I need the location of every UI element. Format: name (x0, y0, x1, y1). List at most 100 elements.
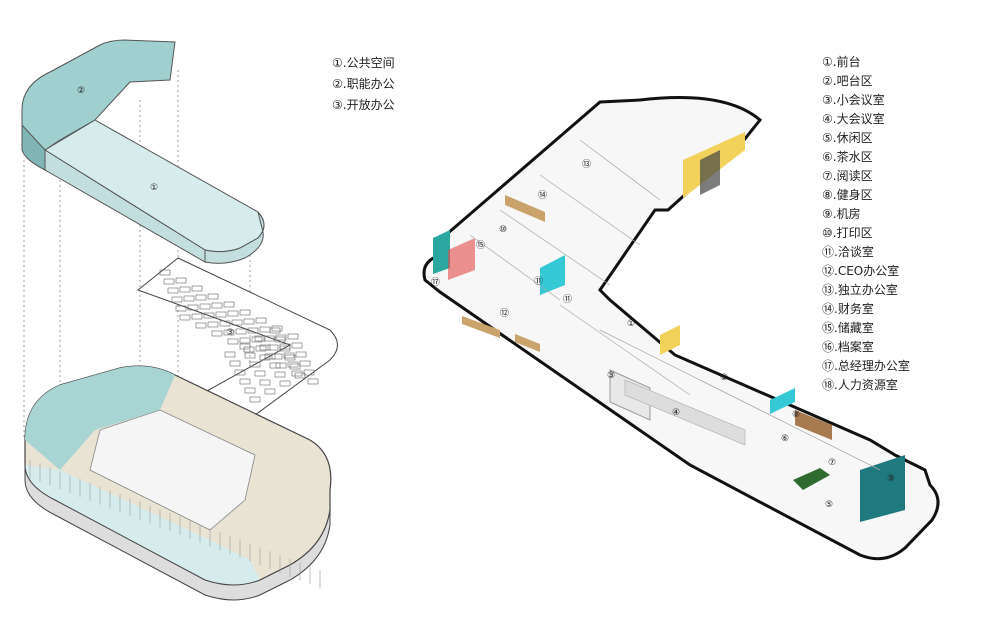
room-marker: ⑦ (828, 458, 836, 468)
legend-item: ④.大会议室 (822, 112, 885, 126)
room-marker: ⑫ (500, 308, 509, 319)
desk (271, 325, 283, 332)
partition-wall (469, 234, 561, 301)
desk (251, 336, 263, 343)
legend-layers: ①.公共空间 ②.职能办公 ③.开放办公 (332, 53, 395, 116)
desk (299, 360, 311, 367)
room-marker: ⑬ (582, 159, 591, 170)
legend-item: ⑱.人力资源室 (822, 378, 898, 392)
room-marker: ⑨ (887, 474, 895, 484)
partition-wall (499, 209, 611, 286)
desk (264, 353, 276, 360)
desk (223, 301, 235, 308)
desk (243, 346, 255, 353)
legend-item: ⑫.CEO办公室 (822, 264, 900, 278)
desk (279, 345, 291, 352)
desk (274, 336, 286, 343)
room-marker: ⑭ (538, 190, 547, 201)
desk (191, 285, 203, 292)
desk (219, 320, 231, 327)
desk (234, 369, 246, 376)
legend-item: ②.职能办公 (332, 77, 395, 91)
desk (195, 322, 207, 329)
room-marker: ③ (607, 371, 615, 381)
desk (195, 294, 207, 301)
desk (244, 387, 256, 394)
desk (267, 344, 279, 351)
legend-item: ⑨.机房 (822, 207, 861, 221)
partition-wall (539, 174, 641, 246)
desk (264, 388, 276, 395)
desk (159, 269, 171, 276)
desk (259, 379, 271, 386)
desk (183, 295, 195, 302)
desk (235, 328, 247, 335)
room-marker: ⑥ (781, 434, 789, 444)
legend-item: ⑬.独立办公室 (822, 283, 898, 297)
open-office-layer: ③ (136, 257, 338, 416)
legend-item: ①.前台 (822, 55, 861, 69)
desk (244, 352, 256, 359)
room-marker: ⑪ (563, 294, 572, 305)
desk (215, 311, 227, 318)
room-marker: ④ (672, 408, 680, 418)
partition-wall (579, 139, 661, 201)
desk (223, 329, 235, 336)
desk (239, 378, 251, 385)
desk (275, 334, 287, 341)
desk (167, 287, 179, 294)
legend-item: ⑪.洽谈室 (822, 245, 874, 259)
legend-item: ⑧.健身区 (822, 188, 873, 202)
desk (287, 333, 299, 340)
desk (171, 296, 183, 303)
desk (224, 351, 236, 358)
desk (291, 370, 303, 377)
desk (307, 378, 319, 385)
desk (175, 305, 187, 312)
desk (283, 352, 295, 359)
desk (191, 313, 203, 320)
desk (187, 304, 199, 311)
desk (207, 293, 219, 300)
desk (239, 309, 251, 316)
partition-wall (559, 304, 691, 396)
marker: ① (150, 183, 158, 193)
desk (274, 371, 286, 378)
legend-item: ⑩.打印区 (822, 226, 873, 240)
legend-item: ⑤.休闲区 (822, 131, 873, 145)
marker: ③ (226, 328, 234, 338)
partition-wall (699, 379, 881, 471)
desk (227, 338, 239, 345)
desk (254, 370, 266, 377)
desk (269, 362, 281, 369)
legend-item: ⑥.茶水区 (822, 150, 873, 164)
legend-item: ⑦.阅读区 (822, 169, 873, 183)
room-marker: ⑰ (431, 277, 440, 288)
desk (211, 302, 223, 309)
desk (259, 344, 271, 351)
desk (243, 318, 255, 325)
desk (271, 353, 283, 360)
room-marker: ⑤ (825, 500, 833, 510)
desk (211, 330, 223, 337)
desk (295, 351, 307, 358)
desk (263, 335, 275, 342)
legend-item: ①.公共空间 (332, 56, 395, 70)
desk (239, 343, 251, 350)
legend-item: ②.吧台区 (822, 74, 873, 88)
room-marker: ⑮ (476, 240, 485, 251)
desk (175, 277, 187, 284)
desk (249, 361, 261, 368)
desk (207, 321, 219, 328)
room-marker: ① (627, 319, 635, 329)
desk (229, 360, 241, 367)
legend-item: ③.开放办公 (332, 98, 395, 112)
desk (275, 362, 287, 369)
legend-item: ⑰.总经理办公室 (822, 359, 910, 373)
desk (247, 327, 259, 334)
marker: ② (77, 86, 85, 96)
desk (289, 363, 301, 370)
desk (291, 342, 303, 349)
